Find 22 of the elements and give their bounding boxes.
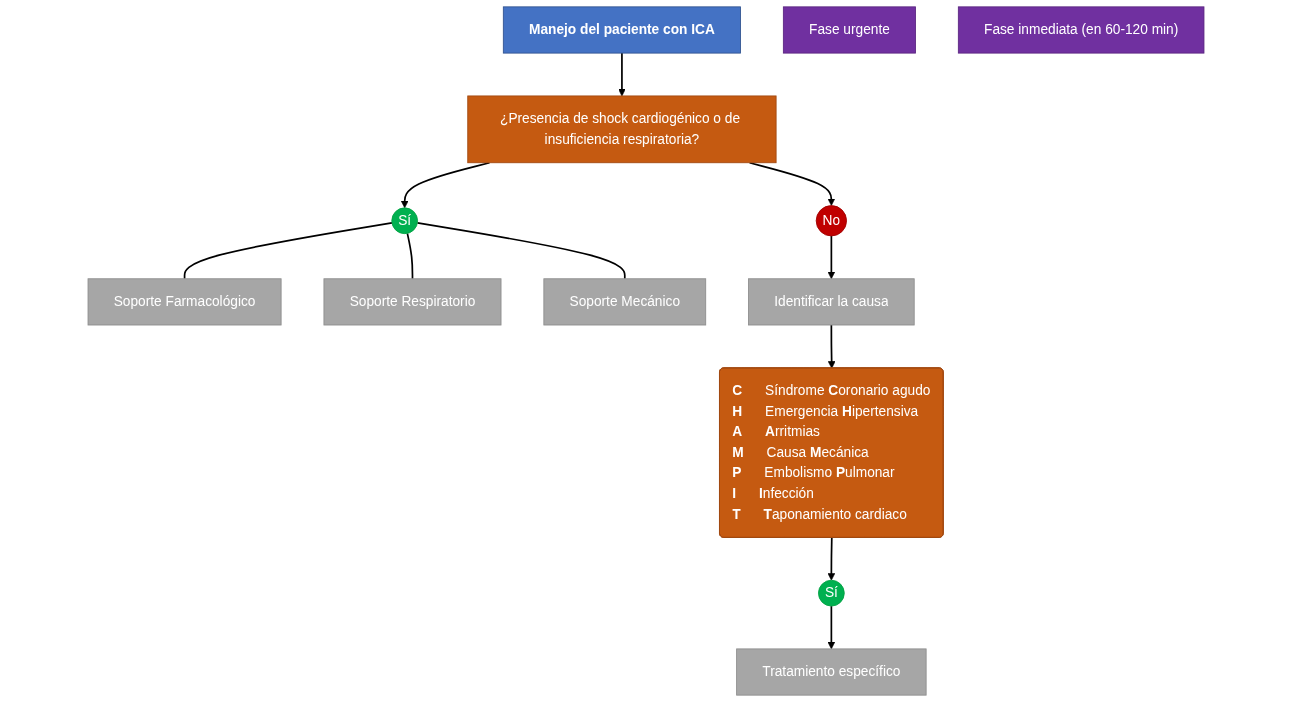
arrow bbox=[618, 52, 626, 97]
node-circle: No bbox=[815, 205, 847, 237]
node-circle: Sí bbox=[818, 579, 845, 607]
arrow bbox=[827, 235, 836, 280]
arrow bbox=[748, 161, 836, 206]
node-box: Soporte Respiratorio bbox=[323, 278, 502, 326]
node-circle: Sí bbox=[391, 207, 418, 235]
connector bbox=[406, 232, 414, 280]
connector bbox=[183, 222, 393, 280]
node-box: Identificar la causa bbox=[748, 278, 915, 326]
node-box: Soporte Mecánico bbox=[543, 278, 707, 326]
node-box: ¿Presencia de shock cardiogénico o de insuficiencia respiratoria? bbox=[467, 95, 777, 164]
node-box: Fase urgente bbox=[782, 6, 916, 54]
node-box: Soporte Farmacológico bbox=[87, 278, 282, 326]
node-box: Tratamiento específico bbox=[736, 648, 927, 696]
arrow bbox=[827, 324, 836, 369]
node-box: Fase inmediata (en 60-120 min) bbox=[957, 6, 1205, 54]
arrow bbox=[400, 161, 491, 209]
arrow bbox=[827, 605, 836, 650]
connector bbox=[416, 222, 626, 280]
arrow bbox=[827, 537, 836, 581]
node-box: Manejo del paciente con ICA bbox=[502, 6, 741, 54]
